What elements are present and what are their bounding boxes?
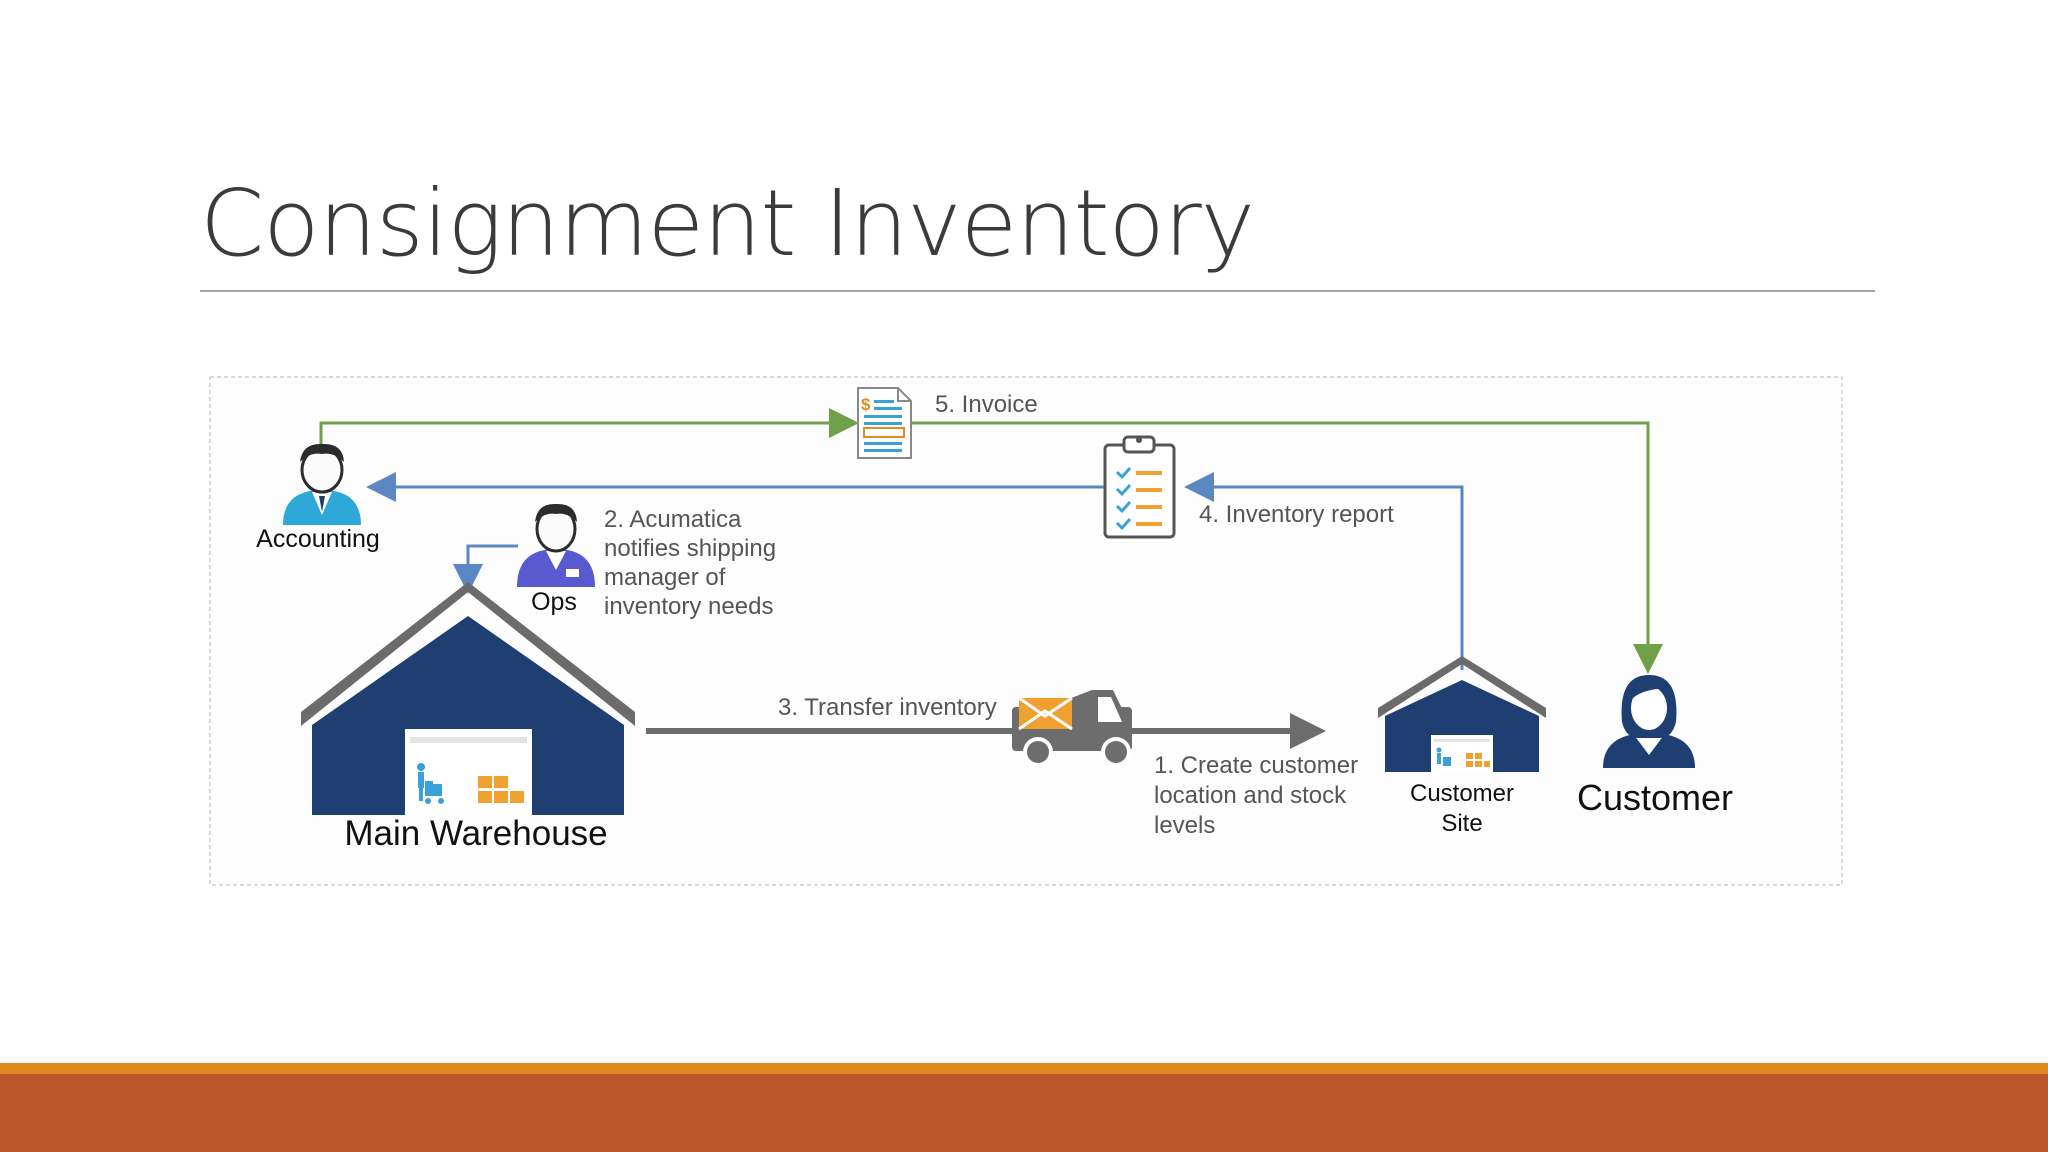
main-warehouse-label: Main Warehouse [344,814,607,853]
inventory-report-clipboard-icon [1103,435,1176,539]
footer-accent-stripe [0,1063,2048,1074]
package-envelope-icon [1018,696,1073,731]
main-warehouse-icon [301,582,635,815]
step4-inventory-report-label: 4. Inventory report [1199,501,1394,528]
ops-label: Ops [531,588,577,616]
step1-line: 1. Create customer [1154,752,1358,779]
inventory-report-arrow-right [1184,472,1464,670]
warehouse-boxes-icon [478,776,524,803]
step5-invoice-label: 5. Invoice [935,391,1038,418]
customer-person-icon [1603,675,1695,768]
page-title: Consignment Inventory [200,170,1255,277]
footer-band [0,1074,2048,1152]
step1-create-location-label: 1. Create customer location and stock le… [1154,752,1358,839]
customer-site-icon [1378,656,1546,772]
step3-transfer-label: 3. Transfer inventory [778,694,997,721]
step1-line: location and stock [1154,782,1347,809]
step2-line: 2. Acumatica [604,506,742,533]
customer-site-label-line1: Customer [1410,780,1514,807]
title-divider [200,290,1875,292]
ops-to-warehouse-arrow [453,544,518,594]
svg-text:$: $ [861,395,871,414]
step1-line: levels [1154,812,1215,839]
ops-person-icon [517,503,595,587]
step2-line: manager of [604,564,726,591]
invoice-flow-arrow-right [911,421,1663,674]
invoice-document-icon: $ [857,387,912,459]
warehouse-worker-icon [417,763,444,804]
invoice-flow-arrow-left [319,408,859,445]
customer-site-label-line2: Site [1441,810,1482,837]
step2-line: inventory needs [604,593,773,620]
step2-line: notifies shipping [604,535,776,562]
step2-notify-label: 2. Acumatica notifies shipping manager o… [604,506,776,620]
customer-label: Customer [1577,777,1733,818]
accounting-person-icon [283,443,361,525]
accounting-label: Accounting [256,525,380,553]
